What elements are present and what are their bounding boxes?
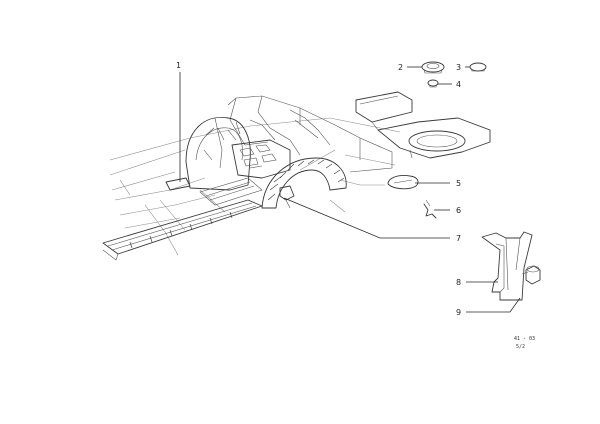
callout-7: 7 (456, 234, 461, 243)
leader-lines (179, 66, 521, 313)
callout-9: 9 (456, 308, 461, 317)
callout-1: 1 (176, 61, 181, 70)
callout-4: 4 (456, 80, 461, 89)
callout-6: 6 (456, 206, 461, 215)
part-2-grommet (421, 61, 445, 74)
reference-code: 41 - 03 (514, 336, 535, 342)
sill-bracket (279, 185, 295, 209)
rear-shelf-panel (355, 91, 491, 159)
callout-2: 2 (398, 63, 403, 72)
part-5-cover (387, 175, 419, 190)
part-9-fitting (521, 265, 541, 285)
rocker-panel (199, 177, 263, 206)
drawing-reference: 41 - 03 5/2 (514, 336, 535, 350)
cabin-frame (227, 95, 393, 173)
callout-3: 3 (456, 63, 461, 72)
part-4-cap (427, 79, 439, 88)
reference-sheet: 5/2 (516, 344, 525, 350)
callout-5: 5 (456, 179, 461, 188)
callout-8: 8 (456, 278, 461, 287)
body-shell-outline (109, 117, 401, 256)
inner-wheel-arch (185, 116, 251, 191)
part-8-bracket (481, 231, 533, 301)
outer-wheel-arch (261, 157, 347, 209)
callout-numbers: 1 2 3 4 5 6 7 8 9 (176, 61, 461, 317)
part-3-plug (469, 62, 487, 72)
side-sill (102, 199, 263, 261)
floor-panel (165, 177, 191, 191)
center-floor-section (231, 139, 291, 179)
part-6-clip (423, 199, 437, 219)
